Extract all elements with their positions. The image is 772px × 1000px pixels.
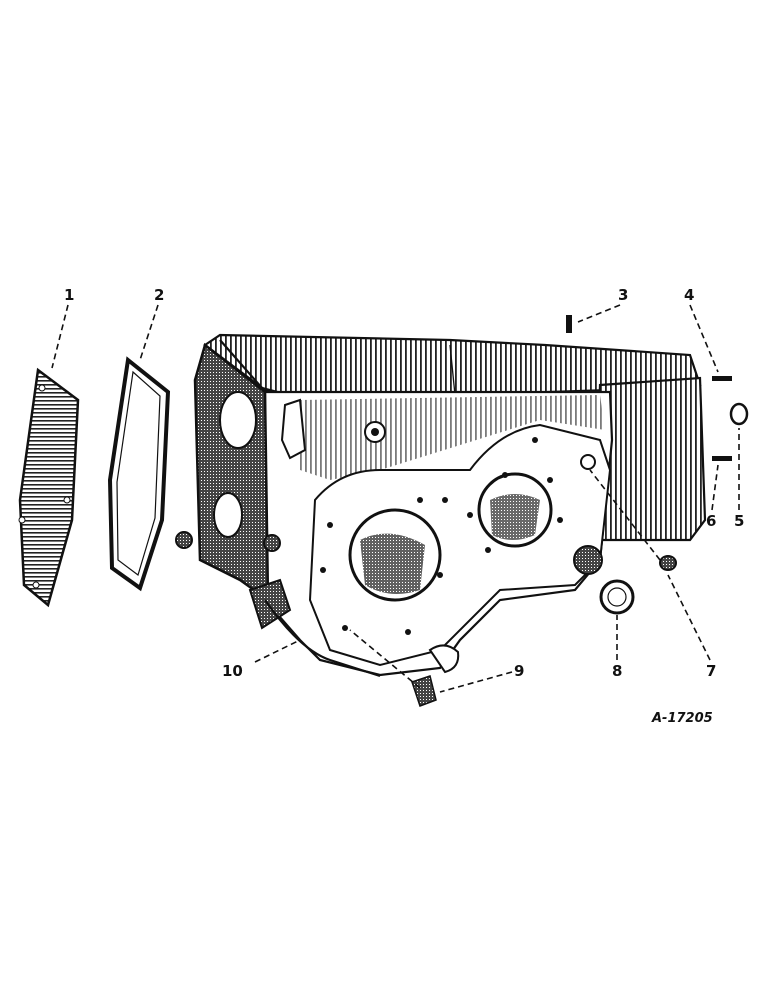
callout-5: 5 xyxy=(734,512,744,530)
gasket xyxy=(107,356,171,592)
callout-labels: 1 2 3 4 5 6 7 8 9 10 A-17205 xyxy=(64,286,744,726)
drawing-code: A-17205 xyxy=(651,711,713,726)
callout-4: 4 xyxy=(684,286,694,304)
callout-3: 3 xyxy=(618,286,628,304)
callout-2: 2 xyxy=(154,286,164,304)
callout-7: 7 xyxy=(706,662,716,680)
small-parts xyxy=(411,315,749,707)
transmission-housing xyxy=(175,333,707,678)
callout-1: 1 xyxy=(64,286,74,304)
callout-8: 8 xyxy=(612,662,622,680)
leader-lines xyxy=(51,304,740,693)
callout-10: 10 xyxy=(222,662,243,680)
callout-6: 6 xyxy=(706,512,716,530)
callout-9: 9 xyxy=(514,662,524,680)
cover-plate xyxy=(18,367,80,608)
